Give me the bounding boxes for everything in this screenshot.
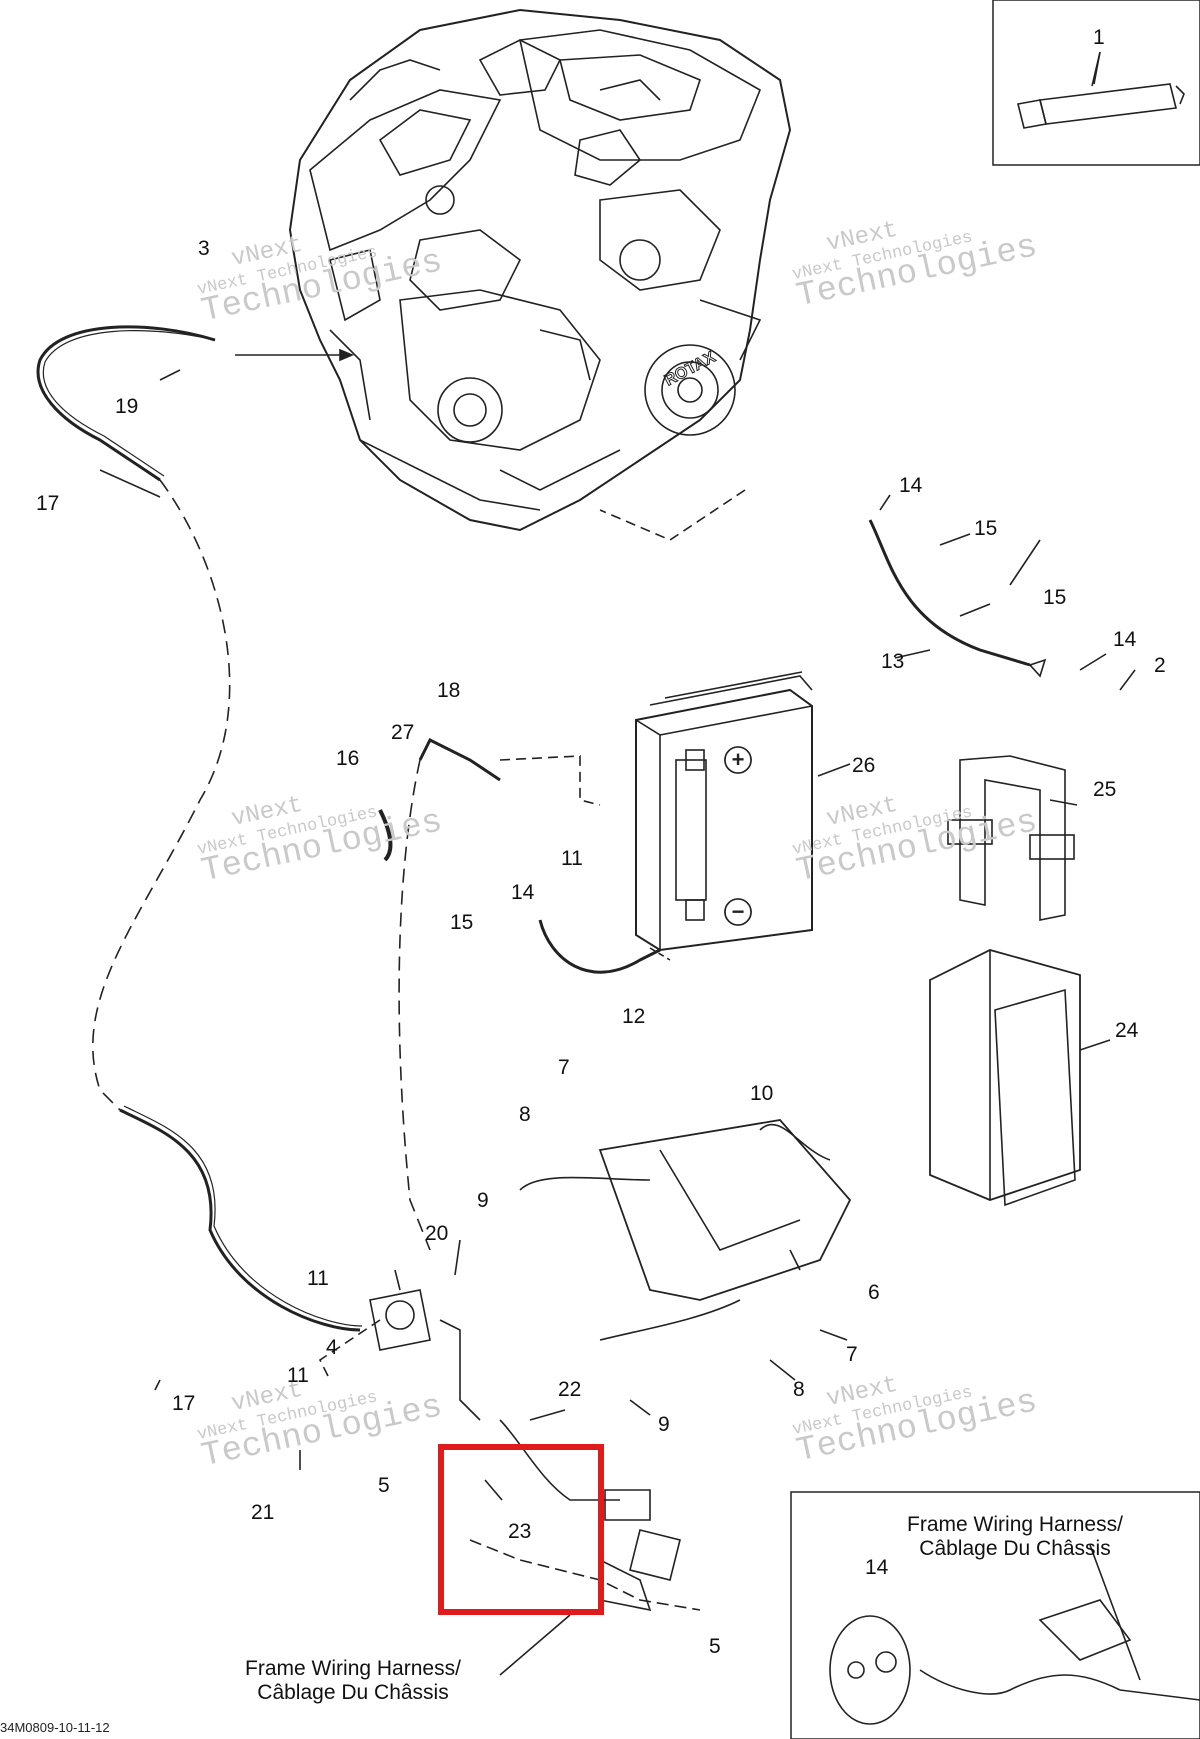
drawing-id: 34M0809-10-11-12 xyxy=(0,1720,110,1735)
callout-5: 5 xyxy=(709,1635,721,1658)
battery-terminal-signs: + − xyxy=(724,746,752,926)
callout-20: 20 xyxy=(425,1222,449,1245)
callout-3: 3 xyxy=(198,237,210,260)
callout-17: 17 xyxy=(172,1392,196,1415)
callout-14: 14 xyxy=(511,881,535,904)
callout-26: 26 xyxy=(852,754,876,777)
callout-5: 5 xyxy=(378,1474,390,1497)
callout-21: 21 xyxy=(251,1501,275,1524)
callout-22: 22 xyxy=(558,1378,582,1401)
battery-26 xyxy=(635,671,813,952)
callout-14: 14 xyxy=(865,1556,889,1579)
callout-14: 14 xyxy=(1113,628,1137,651)
callout-7: 7 xyxy=(846,1343,858,1366)
callout-8: 8 xyxy=(793,1378,805,1401)
frame-wiring-harness-label: Frame Wiring Harness/ Câblage Du Châssis xyxy=(245,1657,461,1705)
callout-25: 25 xyxy=(1093,778,1117,801)
callout-27: 27 xyxy=(391,721,415,744)
highlight-box xyxy=(438,1444,604,1615)
inset-frame-wiring-harness-label: Frame Wiring Harness/ Câblage Du Châssis xyxy=(907,1513,1123,1561)
callout-16: 16 xyxy=(336,747,360,770)
callout-2: 2 xyxy=(1154,654,1166,677)
battery-negative-symbol: − xyxy=(732,899,745,924)
callout-13: 13 xyxy=(881,650,905,673)
callout-11: 11 xyxy=(561,847,583,870)
callout-6: 6 xyxy=(868,1281,880,1304)
callout-17: 17 xyxy=(36,492,60,515)
callout-9: 9 xyxy=(658,1413,670,1436)
callout-11: 11 xyxy=(287,1364,309,1387)
callout-14: 14 xyxy=(899,474,923,497)
callout-7: 7 xyxy=(558,1056,570,1079)
engine-assembly xyxy=(288,8,792,532)
callout-23: 23 xyxy=(508,1520,532,1543)
callout-1: 1 xyxy=(1093,26,1105,49)
callout-24: 24 xyxy=(1115,1019,1139,1042)
callout-18: 18 xyxy=(437,679,461,702)
callout-9: 9 xyxy=(477,1189,489,1212)
engine-brand-lettering: ROTAX xyxy=(662,349,719,390)
callout-10: 10 xyxy=(750,1082,774,1105)
callout-15: 15 xyxy=(450,911,474,934)
battery-positive-symbol: + xyxy=(732,747,745,772)
grease-tube-illustration xyxy=(1017,51,1185,129)
callout-12: 12 xyxy=(622,1005,646,1028)
battery-cable-17 xyxy=(36,325,363,1332)
callout-8: 8 xyxy=(519,1103,531,1126)
callout-11: 11 xyxy=(307,1267,329,1290)
callout-15: 15 xyxy=(1043,586,1067,609)
callout-15: 15 xyxy=(974,517,998,540)
callout-4: 4 xyxy=(326,1336,338,1359)
callout-19: 19 xyxy=(115,395,139,418)
